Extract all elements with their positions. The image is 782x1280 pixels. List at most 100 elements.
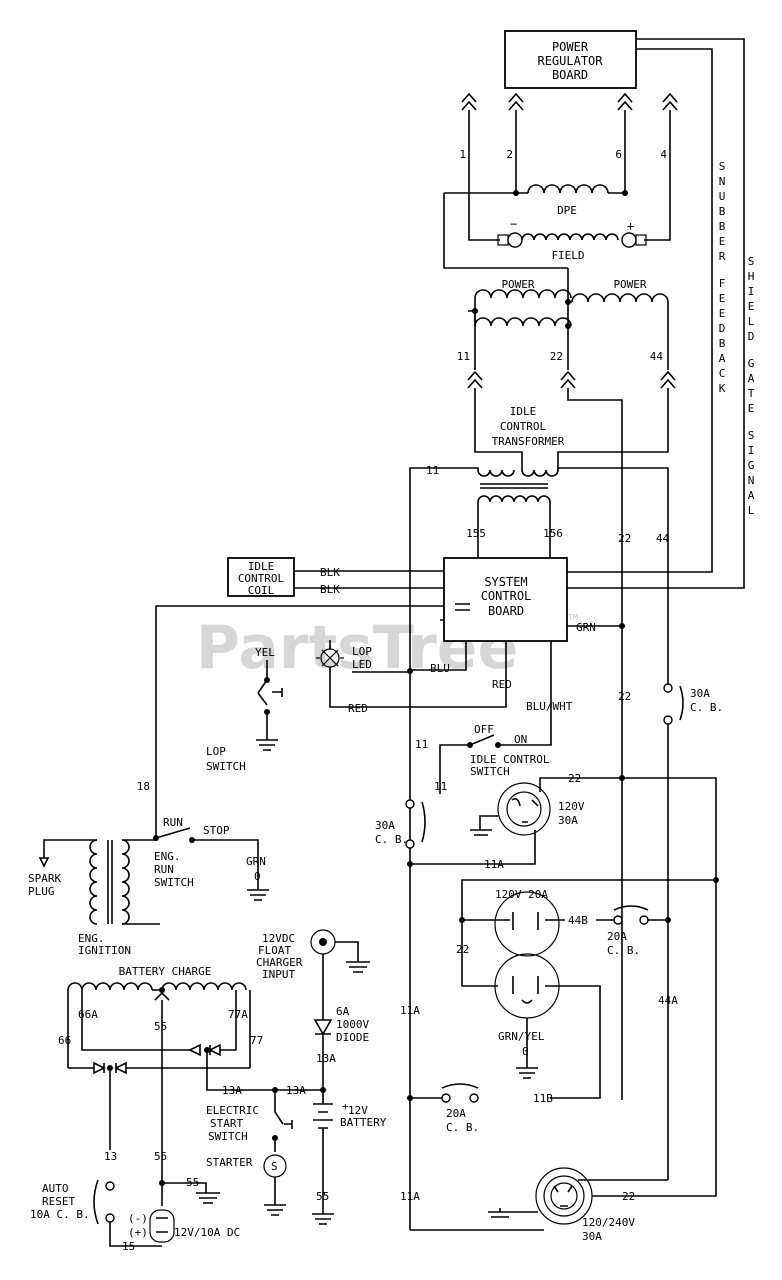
dc-minus: (-) (128, 1212, 148, 1225)
wire-label-11-switch: 11 (434, 780, 447, 793)
eng-ignition-label-2: IGNITION (78, 944, 131, 957)
field-plus: + (627, 219, 634, 233)
wire-label-blu: BLU (430, 662, 450, 675)
dc-outlet-12v: (-) (+) 12V/10A DC (128, 1209, 240, 1243)
battery-plus: + (342, 1100, 349, 1113)
wire-1 (468, 110, 500, 241)
wire-label-11-top: 11 (457, 350, 470, 363)
breaker-30a-right-label-1: 30A (690, 687, 710, 700)
lop-led-label-1: LOP (352, 645, 372, 658)
wire-label-18: 18 (137, 780, 150, 793)
wire-11-transformer (474, 388, 523, 470)
system-control-label-3: BOARD (488, 604, 524, 618)
electric-start-switch: ELECTRIC START SWITCH (206, 1090, 293, 1152)
float-charger-label-1: 12VDC (262, 932, 295, 945)
dpe-winding: DPE (444, 184, 628, 217)
wire-15 (109, 1222, 162, 1247)
run-label: RUN (163, 816, 183, 829)
power-label-right: POWER (613, 278, 646, 291)
wire-11a-to-recept30 (410, 830, 536, 865)
wire-label-blk-2: BLK (320, 583, 340, 596)
wire-label-44a: 44A (658, 994, 678, 1007)
wire-44-transformer (557, 388, 669, 470)
wire-label-13a-3: 13A (316, 1052, 336, 1065)
starter-symbol: S (271, 1160, 278, 1173)
wire-4 (644, 110, 671, 241)
breaker-20a-bot-label-2: C. B. (446, 1121, 479, 1134)
wire-shield-gate (567, 38, 745, 589)
watermark-trademark: TM (568, 613, 578, 622)
idle-coil-label-1: IDLE (248, 560, 275, 573)
idle-switch-label-1: IDLE CONTROL (470, 753, 550, 766)
wire-11-switch (439, 744, 470, 794)
wire-55-ground (162, 1182, 220, 1204)
wire-label-44b: 44B (568, 914, 588, 927)
receptacle-120-240v-30a: 120/240V 30A (535, 1167, 635, 1243)
lop-switch-label-2: SWITCH (206, 760, 246, 773)
breaker-20a-bot-label-1: 20A (446, 1107, 466, 1120)
float-charger-label-3: CHARGER (256, 956, 303, 969)
dc-plus: (+) (128, 1226, 148, 1239)
auto-reset-label-3: 10A C. B. (30, 1208, 90, 1221)
auto-reset-label-2: RESET (42, 1195, 75, 1208)
start-switch-label-3: SWITCH (208, 1130, 248, 1143)
wire-label-155: 155 (466, 527, 486, 540)
breaker-20a-bottom: 20A C. B. (441, 1083, 479, 1134)
wire-yel (266, 619, 444, 680)
wire-blu-wht (498, 641, 552, 746)
wire-label-1: 1 (459, 148, 466, 161)
power-regulator-label-1: POWER (552, 40, 589, 54)
battery-12v: + 12V BATTERY 55 (312, 1090, 387, 1225)
power-regulator-label-3: BOARD (552, 68, 588, 82)
eng-ignition-label-1: ENG. (78, 932, 105, 945)
wire-label-13: 13 (104, 1150, 117, 1163)
wire-22-to-recept30 (539, 777, 622, 792)
system-control-board: SYSTEM CONTROL BOARD (443, 557, 568, 642)
idle-coil-label-2: CONTROL (238, 572, 285, 585)
regulator-connectors (461, 92, 678, 111)
grn-run-label: GRN (246, 855, 266, 868)
breaker-30a-left-label-2: C. B. (375, 833, 408, 846)
starter-motor: S STARTER (206, 1154, 287, 1216)
battery-label-2: BATTERY (340, 1116, 387, 1129)
idle-transformer-label-1: IDLE (510, 405, 537, 418)
spark-plug-label-1: SPARK (28, 872, 61, 885)
lop-switch-label-1: LOP (206, 745, 226, 758)
field-winding: − + FIELD (497, 217, 647, 262)
wire-label-55-bc: 55 (154, 1020, 167, 1033)
wire-label-77a: 77A (228, 1008, 248, 1021)
wire-red-long (329, 641, 507, 708)
wire-22-main (567, 388, 623, 1100)
spark-plug-label-2: PLUG (28, 885, 55, 898)
wire-label-6: 6 (615, 148, 622, 161)
idle-control-transformer: IDLE CONTROL TRANSFORMER 155 156 (466, 405, 565, 558)
gnd0-recept-label: 0 (522, 1045, 529, 1058)
wire-44-right (557, 467, 669, 688)
breaker-30a-right: 30A C. B. (663, 683, 723, 725)
wire-label-66: 66 (58, 1034, 71, 1047)
receptacle-120v-20a: 120V 20A (494, 888, 560, 1019)
wire-label-22-dup: 22 (456, 943, 469, 956)
wire-22-duplex (461, 879, 716, 987)
wire-label-44-mid: 44 (656, 532, 670, 545)
engine-ignition: ENG. IGNITION (38, 839, 131, 957)
wire-label-blu-wht: BLU/WHT (526, 700, 573, 713)
dc-outlet-label: 12V/10A DC (174, 1226, 240, 1239)
wire-label-66a: 66A (78, 1008, 98, 1021)
power-regulator-board: POWER REGULATOR BOARD (504, 30, 637, 89)
auto-reset-breaker: AUTO RESET 10A C. B. (30, 1179, 115, 1225)
field-label: FIELD (551, 249, 584, 262)
system-control-label-2: CONTROL (481, 589, 532, 603)
power-label-left: POWER (501, 278, 534, 291)
breaker-20a-top-label-2: C. B. (607, 944, 640, 957)
eng-run-switch-label-2: RUN (154, 863, 174, 876)
wire-label-red-long: RED (348, 702, 368, 715)
idle-switch-off: OFF (474, 723, 494, 736)
wire-label-22-mid: 22 (618, 532, 631, 545)
diode-label-2: 1000V (336, 1018, 369, 1031)
